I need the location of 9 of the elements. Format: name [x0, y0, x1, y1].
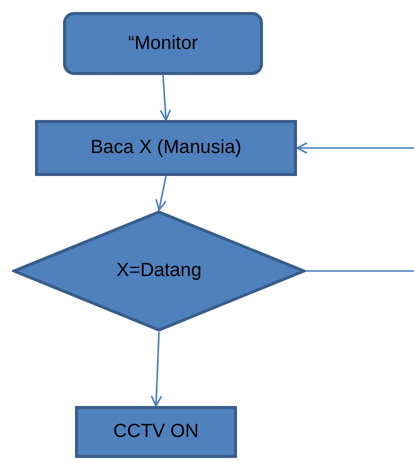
arrow	[296, 142, 414, 154]
start-box: “Monitor	[63, 12, 263, 75]
process-box: CCTV ON	[75, 406, 237, 458]
arrow	[160, 74, 172, 121]
connector-line	[306, 270, 414, 272]
process-box: Baca X (Manusia)	[35, 120, 297, 176]
decision-diamond: X=Datang	[12, 210, 306, 332]
arrow	[155, 176, 167, 211]
arrow	[150, 332, 162, 407]
